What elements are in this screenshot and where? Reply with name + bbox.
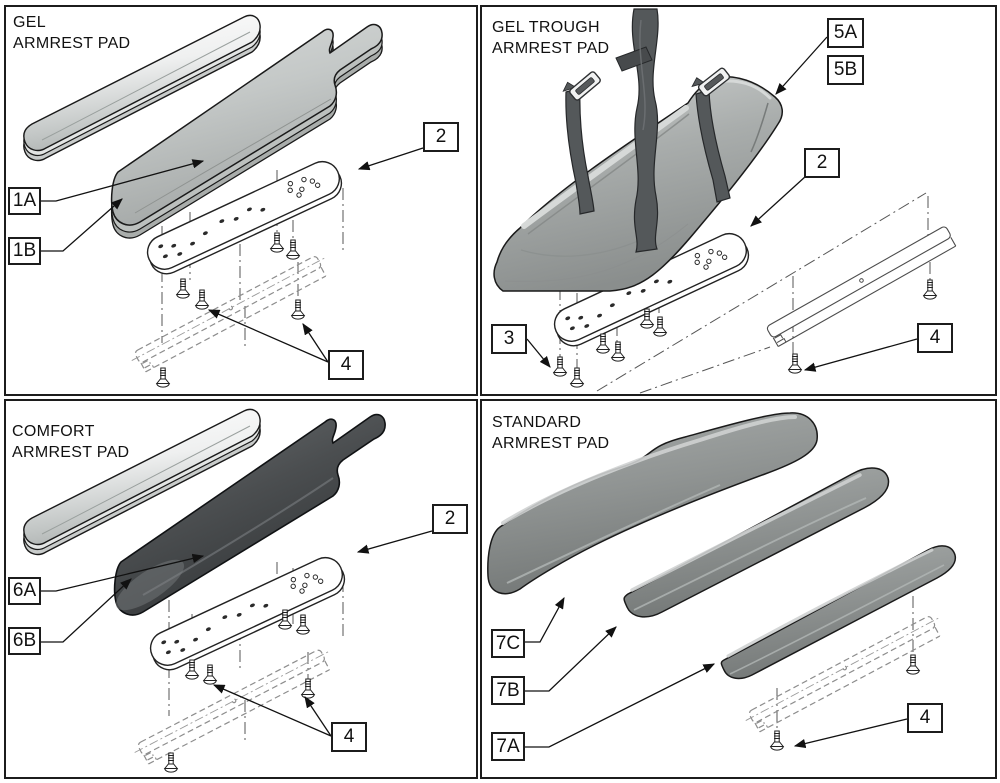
comfort-pad-cushion [113,413,386,616]
panel-title-standard: STANDARD ARMREST PAD [492,412,609,454]
title-line: ARMREST PAD [492,40,610,57]
comfort-pad-top [23,408,261,556]
title-line: COMFORT [12,423,95,440]
gel-pad-base [110,23,383,239]
standard-exploded-view [487,412,957,751]
hook-straps [559,8,732,253]
gel-exploded-view [23,14,383,388]
title-line: ARMREST PAD [12,444,130,461]
callout-6A: 6A [8,577,41,605]
panel-borders [4,5,997,779]
panel-title-gel: GEL ARMREST PAD [13,12,130,54]
callout-2-trough: 2 [804,148,840,178]
callout-1B: 1B [8,237,41,265]
standard-pad-full [487,412,818,595]
callout-7B: 7B [491,676,525,705]
comfort-exploded-view [23,408,386,773]
callout-5A: 5A [827,18,864,48]
callout-7A: 7A [491,732,525,761]
callout-6B: 6B [8,627,41,655]
standard-pad-short [720,545,957,680]
panel-title-gel-trough: GEL TROUGH ARMREST PAD [492,17,609,59]
callout-leader-lines [40,36,918,749]
callout-4-standard: 4 [907,703,943,733]
callout-4-trough: 4 [917,323,953,353]
callout-4-gel: 4 [328,350,364,380]
title-line: GEL TROUGH [492,19,600,36]
callout-7C: 7C [491,629,525,658]
title-line: GEL [13,14,46,31]
callout-2-comfort: 2 [432,504,468,534]
panel-title-comfort: COMFORT ARMREST PAD [12,421,129,463]
title-line: ARMREST PAD [13,35,131,52]
callout-4-comfort: 4 [331,722,367,752]
title-line: ARMREST PAD [492,435,610,452]
callout-1A: 1A [8,187,41,215]
callout-2-gel: 2 [423,122,459,152]
callout-3-trough: 3 [491,324,527,354]
standard-pad-desk [623,467,890,618]
gel-trough-exploded-view [493,8,958,394]
callout-5B: 5B [827,55,864,85]
gel-pad-top [23,14,261,162]
title-line: STANDARD [492,414,582,431]
